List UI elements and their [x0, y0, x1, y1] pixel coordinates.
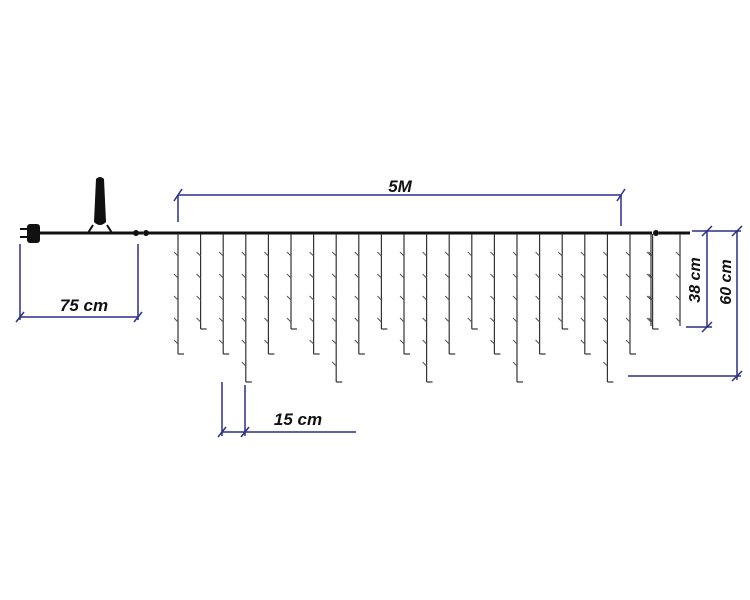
connector-left [133, 230, 139, 236]
drop [309, 234, 320, 355]
drop [422, 234, 433, 383]
controller-icon [87, 177, 113, 234]
dimension-15cm: 15 cm [217, 382, 356, 438]
drop [218, 234, 230, 355]
dimension-5m: 5M [173, 177, 626, 226]
drop [603, 234, 614, 383]
drop [535, 234, 546, 355]
drop [675, 234, 681, 326]
label-total-length: 5M [388, 177, 412, 196]
dimension-38cm: 38 cm [686, 225, 713, 333]
drop [512, 234, 523, 383]
drop [173, 234, 184, 355]
plug-icon [20, 224, 40, 243]
drop [354, 234, 365, 355]
drop [444, 234, 456, 355]
drops-group [173, 234, 681, 383]
drop [331, 234, 343, 383]
drop [241, 234, 252, 383]
label-long-drop: 60 cm [718, 259, 735, 304]
drop [399, 234, 410, 355]
dimension-60cm: 60 cm [628, 225, 743, 382]
drop [196, 234, 207, 330]
drop [646, 234, 652, 326]
drop [286, 234, 297, 330]
drop [557, 234, 569, 330]
drop [467, 234, 478, 330]
drop [490, 234, 501, 355]
dimension-75cm: 75 cm [15, 244, 143, 323]
drop [377, 234, 388, 330]
label-short-drop: 38 cm [687, 257, 704, 302]
label-drop-spacing: 15 cm [274, 410, 322, 429]
drop [580, 234, 591, 355]
label-lead-cable: 75 cm [60, 296, 108, 315]
drop [625, 234, 636, 355]
drop [648, 234, 659, 330]
end-connector [653, 230, 659, 236]
drop [264, 234, 275, 355]
